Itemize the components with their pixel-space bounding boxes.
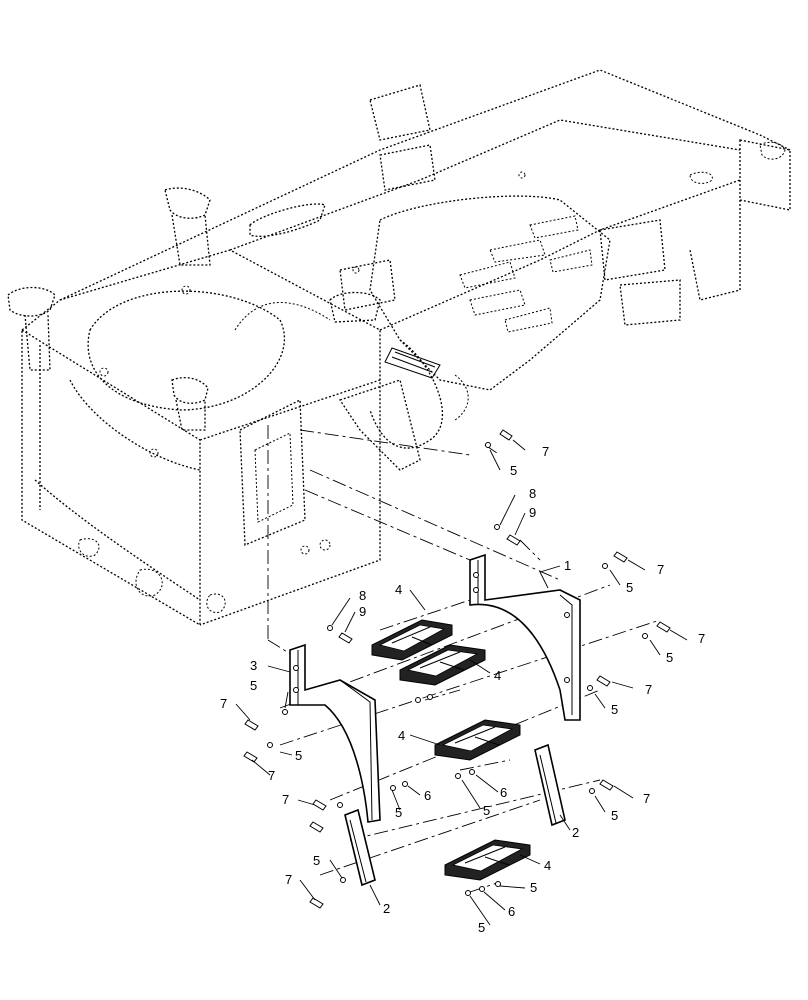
- callout-6-right: 6: [500, 785, 507, 800]
- callout-1: 1: [564, 558, 571, 573]
- callout-7-right-1: 7: [657, 562, 664, 577]
- callout-4-top: 4: [395, 582, 402, 597]
- callout-6-bottom: 6: [508, 904, 515, 919]
- callout-7-right-3: 7: [645, 682, 652, 697]
- callout-7-right-2: 7: [698, 631, 705, 646]
- callout-5-left-2: 5: [295, 748, 302, 763]
- callout-8-top: 8: [529, 486, 536, 501]
- part-2-bracket-right: [534, 743, 566, 827]
- callout-5-right-2: 5: [666, 650, 673, 665]
- callout-3: 3: [250, 658, 257, 673]
- callout-5-left-3: 5: [313, 853, 320, 868]
- callout-6-center: 6: [424, 788, 431, 803]
- leader-lines: [235, 439, 688, 926]
- callout-5-top: 5: [510, 463, 517, 478]
- part-4-step-tread-4: [444, 839, 531, 881]
- callout-7-left-3: 7: [282, 792, 289, 807]
- callout-2-right: 2: [572, 825, 579, 840]
- callout-9-left: 9: [359, 604, 366, 619]
- callout-7-top: 7: [542, 444, 549, 459]
- callout-5-center-2: 5: [483, 803, 490, 818]
- callout-5-bottom-2: 5: [478, 920, 485, 935]
- part-2-bracket-lower-left: [344, 808, 376, 887]
- callout-4-third: 4: [398, 728, 405, 743]
- part-4-step-tread-3: [434, 719, 521, 761]
- callout-5-left-1: 5: [250, 678, 257, 693]
- chassis-frame: [7, 69, 791, 627]
- callout-4-bottom: 4: [544, 858, 551, 873]
- callout-5-right-4: 5: [611, 808, 618, 823]
- part-4-step-tread-1: [371, 619, 453, 661]
- callout-7-left-1: 7: [220, 696, 227, 711]
- callout-2-left: 2: [383, 901, 390, 916]
- callout-7-left-2: 7: [268, 768, 275, 783]
- callout-4-second: 4: [494, 668, 501, 683]
- callout-5-right-3: 5: [611, 702, 618, 717]
- part-1-right-riser-panel: [469, 553, 581, 721]
- callout-5-center-1: 5: [395, 805, 402, 820]
- callout-9-top: 9: [529, 505, 536, 520]
- hardware-fasteners: [243, 429, 671, 909]
- callout-5-bottom-1: 5: [530, 880, 537, 895]
- callout-5-right-1: 5: [626, 580, 633, 595]
- part-4-step-tread-2: [399, 644, 486, 686]
- callout-7-right-4: 7: [643, 791, 650, 806]
- part-3-left-riser-panel: [289, 643, 381, 823]
- callout-8-left: 8: [359, 588, 366, 603]
- callout-labels: 1 2 2 3 4 4 4 4 5 5 5 5 5 5 5 5 5 5 5 5 …: [220, 444, 705, 935]
- callout-7-left-4: 7: [285, 872, 292, 887]
